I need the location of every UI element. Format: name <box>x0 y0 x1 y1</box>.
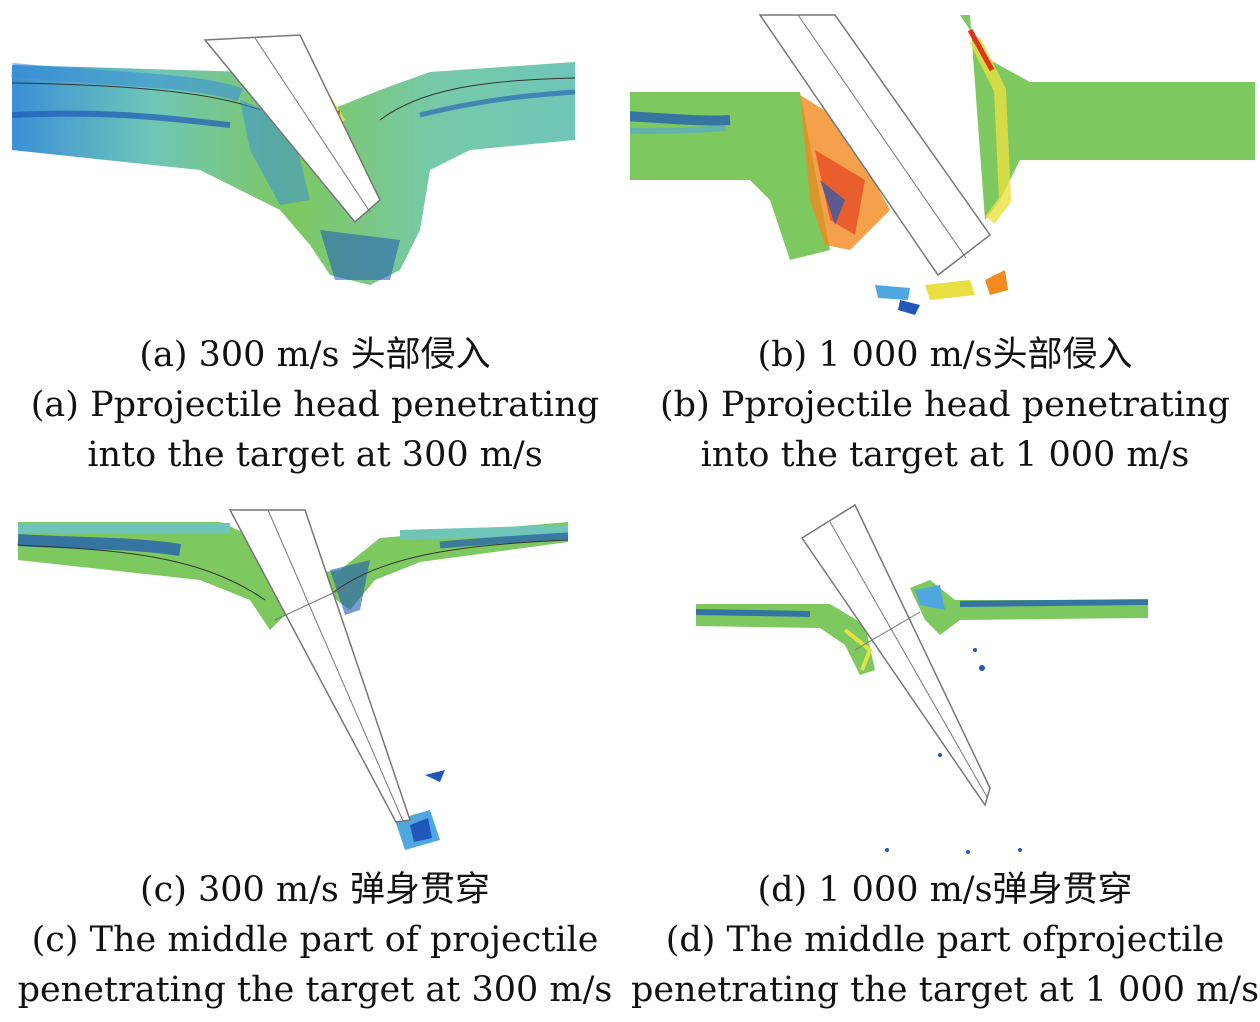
caption-a: (a) 300 m/s 头部侵入 (a) Pprojectile head pe… <box>0 330 630 480</box>
caption-a-en-1: (a) Pprojectile head penetrating <box>30 385 600 425</box>
simulation-c-image <box>17 509 569 850</box>
panel-b: (b) 1 000 m/s头部侵入 (b) Pprojectile head p… <box>630 0 1260 475</box>
caption-b-en-1: (b) Pprojectile head penetrating <box>660 385 1230 425</box>
caption-c: (c) 300 m/s 弹身贯穿 (c) The middle part of … <box>0 865 630 1015</box>
panel-a: (a) 300 m/s 头部侵入 (a) Pprojectile head pe… <box>0 0 630 475</box>
caption-c-en-2: penetrating the target at 300 m/s <box>17 970 613 1010</box>
simulation-d-image <box>695 503 1149 854</box>
simulation-b-image <box>630 14 1255 315</box>
caption-c-cn: (c) 300 m/s 弹身贯穿 <box>139 870 491 910</box>
simulation-a-image <box>11 34 576 285</box>
caption-d: (d) 1 000 m/s弹身贯穿 (d) The middle part of… <box>630 865 1260 1015</box>
caption-a-cn: (a) 300 m/s 头部侵入 <box>139 335 491 375</box>
caption-d-en-1: (d) The middle part ofprojectile <box>665 920 1225 960</box>
caption-a-en-2: into the target at 300 m/s <box>87 435 543 475</box>
caption-b-cn: (b) 1 000 m/s头部侵入 <box>757 335 1133 375</box>
panel-d: (d) 1 000 m/s弹身贯穿 (d) The middle part of… <box>630 500 1260 1010</box>
caption-b: (b) 1 000 m/s头部侵入 (b) Pprojectile head p… <box>630 330 1260 480</box>
caption-d-cn: (d) 1 000 m/s弹身贯穿 <box>757 870 1133 910</box>
panel-c: (c) 300 m/s 弹身贯穿 (c) The middle part of … <box>0 500 630 1010</box>
caption-d-en-2: penetrating the target at 1 000 m/s <box>630 970 1260 1010</box>
caption-c-en-1: (c) The middle part of projectile <box>31 920 599 960</box>
caption-b-en-2: into the target at 1 000 m/s <box>700 435 1190 475</box>
